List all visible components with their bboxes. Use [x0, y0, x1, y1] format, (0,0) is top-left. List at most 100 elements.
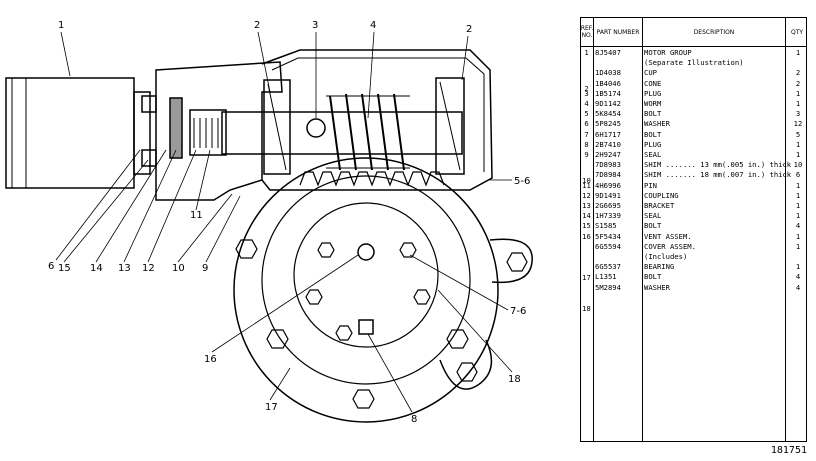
qty-cell: 1	[795, 241, 801, 251]
group-ref-2: 2	[584, 84, 589, 93]
part-number-cell: 5P8245	[595, 119, 621, 129]
part-number-cell: 8J5407	[595, 48, 621, 57]
description-cell: WORM	[644, 99, 662, 108]
qty-cell: 4	[795, 282, 801, 292]
callout-2a: 2	[254, 20, 260, 31]
part-number-cell: 6G5594	[595, 241, 621, 251]
qty-cell: 5	[795, 129, 801, 139]
qty-cell: 12	[793, 119, 803, 129]
part-number-cell: 6H1717	[595, 129, 621, 139]
description-cell: COVER ASSEM.	[644, 241, 696, 251]
part-number-cell: 5M2894	[595, 282, 621, 292]
group-ref-17: 17	[582, 273, 591, 282]
header-description: DESCRIPTION	[693, 28, 735, 36]
description-cell: COUPLING	[644, 190, 679, 200]
qty-cell: 2	[795, 68, 801, 78]
description-cell: BEARING	[644, 262, 675, 272]
description-cell: BOLT	[644, 221, 662, 231]
callout-6: 6	[48, 261, 54, 272]
ref-cell: 13	[582, 201, 591, 210]
qty-cell: 10	[793, 160, 803, 170]
group-ref-18: 18	[582, 304, 591, 313]
part-number-cell: 1B5174	[595, 88, 621, 98]
ref-cell: 4	[584, 99, 589, 108]
ref-cell: 15	[582, 221, 591, 231]
table-row: (Separate Illustration)	[581, 58, 806, 68]
part-number-cell: S1585	[595, 221, 617, 231]
description-cell: PLUG	[644, 88, 662, 98]
callout-14: 14	[90, 263, 103, 274]
qty-cell: 1	[795, 150, 801, 159]
ref-cell: 5	[584, 109, 589, 119]
description-cell: (Includes)	[644, 252, 688, 261]
ref-cell: 6	[584, 119, 589, 129]
description-cell: CONE	[644, 78, 662, 88]
qty-cell: 1	[795, 231, 801, 241]
callout-2b: 2	[466, 24, 472, 35]
qty-cell: 1	[795, 262, 801, 272]
part-number-cell: 2B7410	[595, 139, 621, 149]
description-cell: BRACKET	[644, 201, 675, 210]
ref-cell: 1	[584, 48, 589, 57]
part-number-cell: 2H9247	[595, 150, 621, 159]
qty-cell: 2	[795, 78, 801, 88]
cover-bolts	[305, 242, 431, 341]
qty-cell: 1	[795, 48, 801, 57]
plug-8	[358, 319, 374, 335]
callout-5-6: 5-6	[514, 176, 530, 187]
callout-17: 17	[265, 402, 278, 413]
part-number-cell: 1H7339	[595, 211, 621, 221]
part-number-cell: 7D8984	[595, 170, 621, 180]
table-row: (Includes)	[581, 252, 806, 262]
part-number-cell: 5F5434	[595, 231, 621, 241]
description-cell: (Separate Illustration)	[644, 58, 744, 68]
description-cell: VENT ASSEM.	[644, 231, 692, 241]
gear-housing	[261, 49, 493, 191]
callout-9: 9	[202, 263, 208, 274]
part-number-cell: L1351	[595, 272, 617, 282]
ref-cell: 16	[582, 231, 591, 241]
description-cell: BOLT	[644, 109, 662, 119]
header-ref: REF. NO.	[580, 25, 594, 39]
cover-assembly	[233, 157, 499, 423]
part-number-cell: 6G5537	[595, 262, 621, 272]
part-number-cell: 9D1491	[595, 190, 621, 200]
qty-cell: 1	[795, 190, 801, 200]
ref-cell: 7	[584, 129, 589, 139]
description-cell: SEAL	[644, 211, 662, 221]
qty-cell: 1	[795, 180, 801, 190]
table-header: REF. NO. PART NUMBER DESCRIPTION QTY	[581, 18, 806, 47]
callout-18: 18	[508, 374, 521, 385]
description-cell: SHIM ....... 18 mm(.007 in.) thick	[644, 170, 792, 180]
description-cell: SEAL	[644, 150, 662, 159]
callout-10: 10	[172, 263, 185, 274]
vent-assembly	[357, 243, 375, 261]
callout-12: 12	[142, 263, 155, 274]
worm-shaft	[221, 111, 463, 155]
table-row: 6G5537 BEARING 1	[581, 262, 806, 272]
ref-cell: 3	[584, 88, 589, 98]
coupling	[189, 109, 227, 156]
callout-1: 1	[58, 20, 64, 31]
gear-teeth	[299, 171, 445, 187]
table-row: 16 5F5434 VENT ASSEM. 1	[581, 232, 806, 242]
callout-8: 8	[411, 414, 417, 425]
qty-cell: 1	[795, 201, 801, 210]
header-part-number: PART NUMBER	[596, 28, 640, 36]
description-cell: WASHER	[644, 282, 670, 292]
outer-bolts	[235, 239, 469, 409]
part-number-cell: 5K8454	[595, 109, 621, 119]
ref-cell: 11	[582, 180, 591, 190]
part-number-cell: 4H6996	[595, 180, 621, 190]
